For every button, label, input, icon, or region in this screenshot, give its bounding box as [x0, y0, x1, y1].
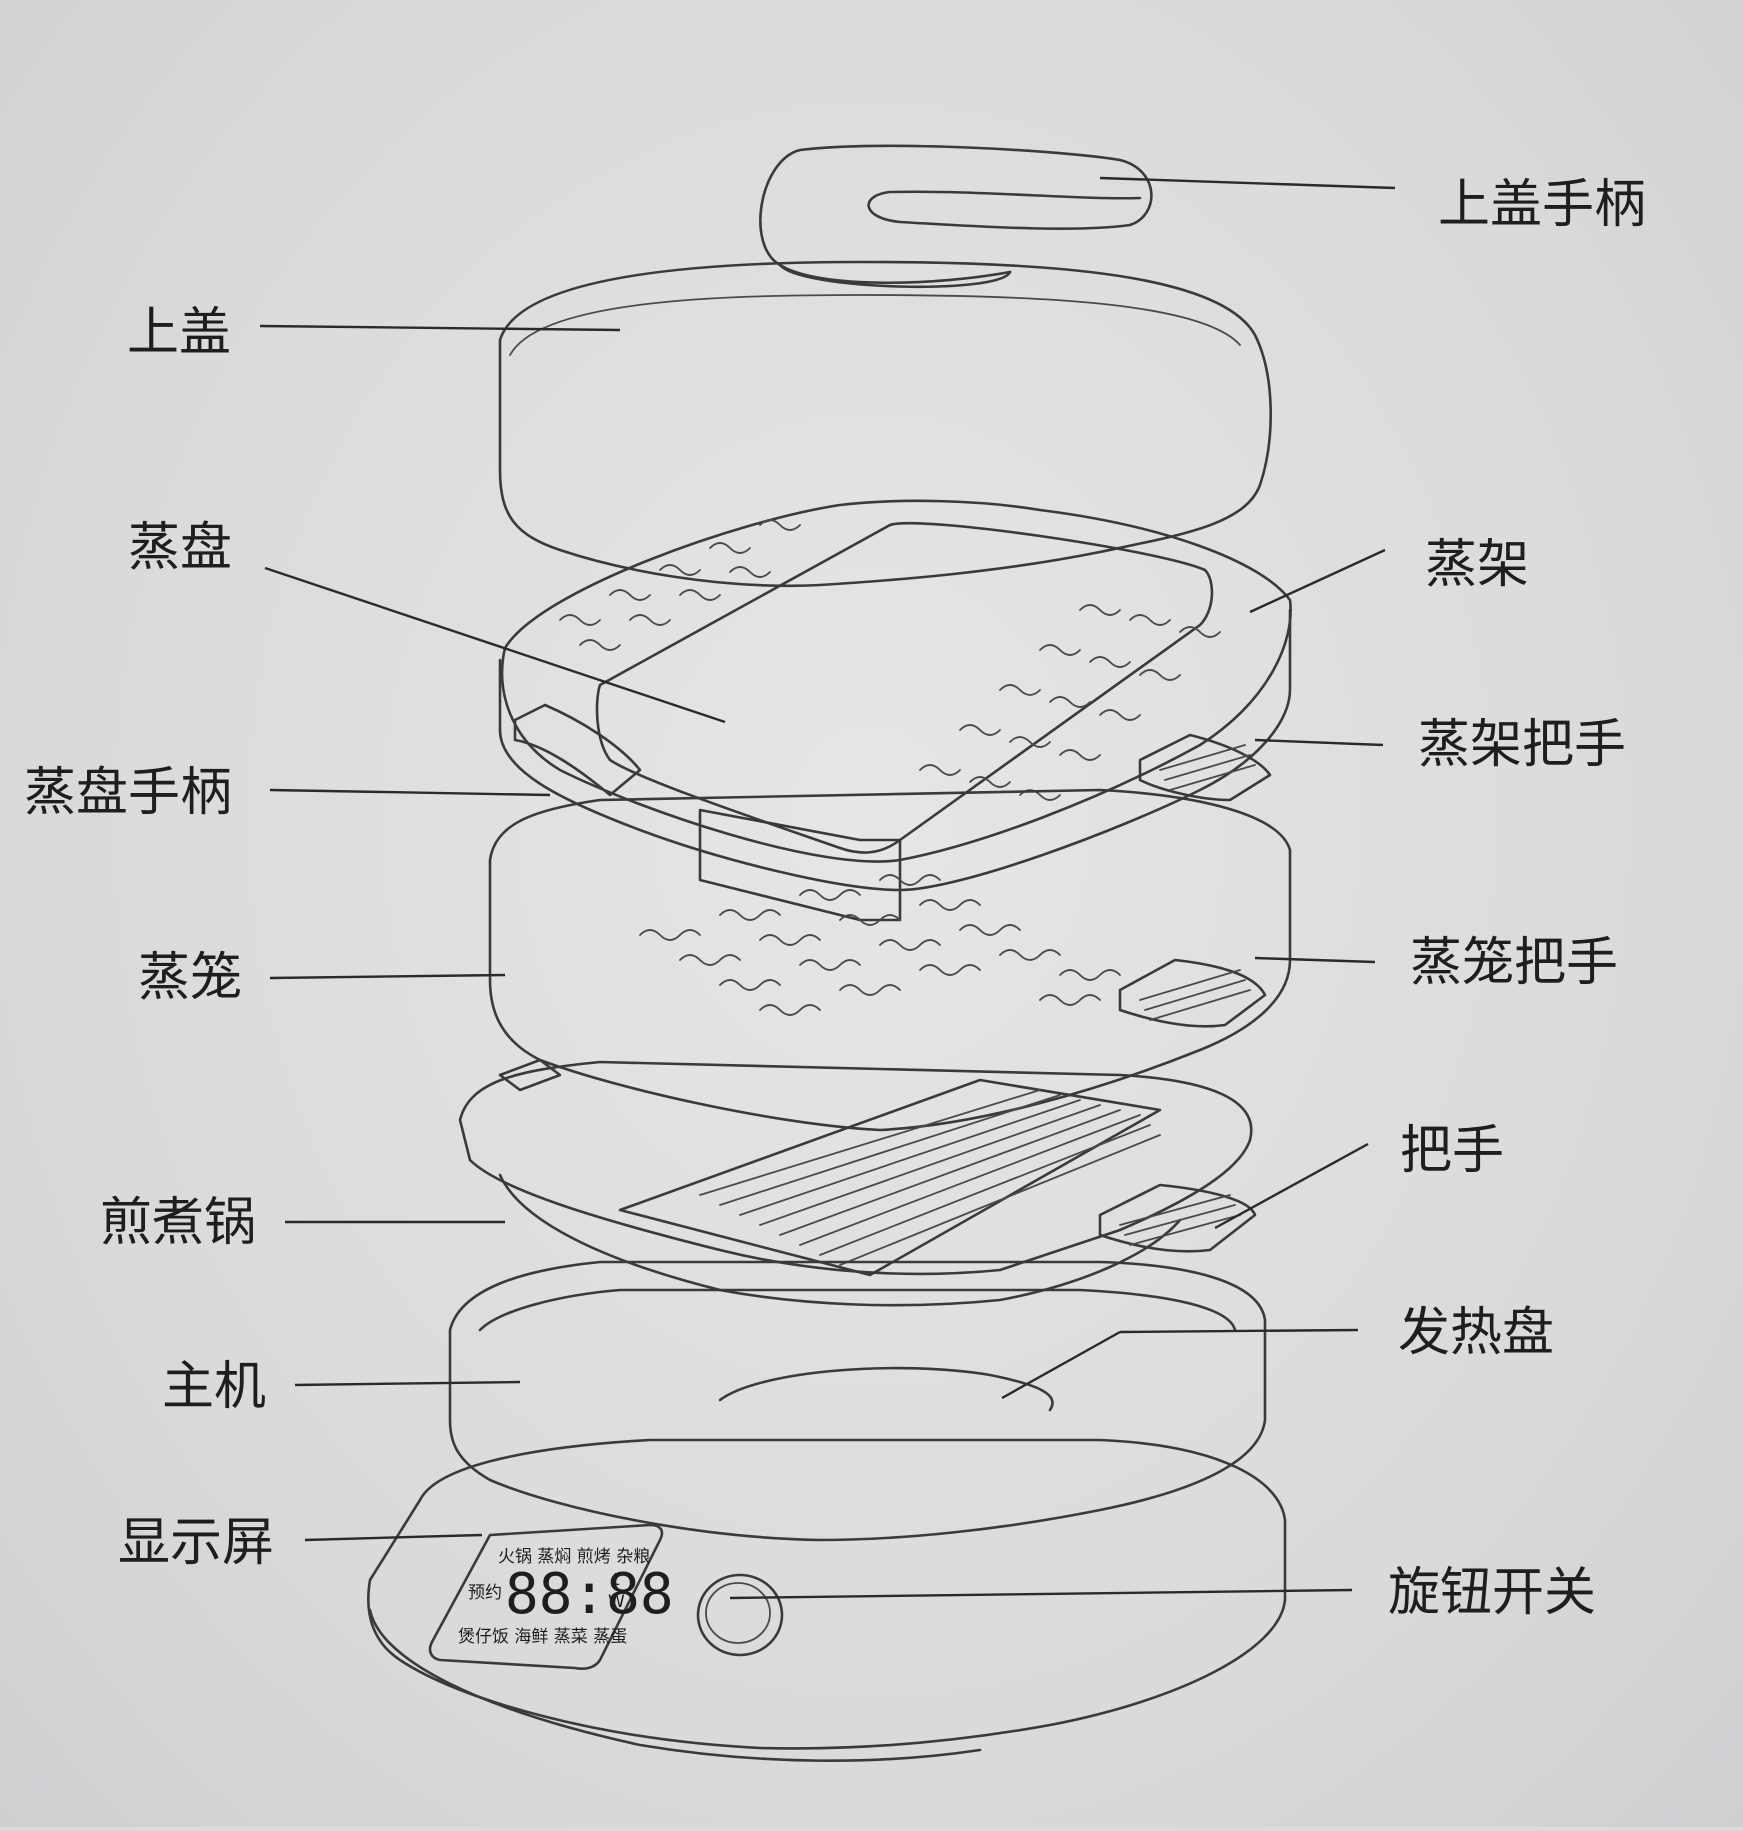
- display-modes-top: 火锅 蒸焖 煎烤 杂粮: [498, 1547, 650, 1567]
- label-steamer: 蒸笼: [138, 948, 242, 1008]
- label-handle: 把手: [1400, 1121, 1504, 1181]
- label-lid-handle: 上盖手柄: [1438, 175, 1646, 235]
- label-steam-tray: 蒸盘: [128, 518, 232, 578]
- label-steam-tray-handle: 蒸盘手柄: [24, 763, 232, 823]
- display-modes-bottom: 煲仔饭 海鲜 蒸菜 蒸蛋: [458, 1627, 627, 1647]
- label-main-unit: 主机: [162, 1357, 266, 1417]
- labels: 上盖手柄 上盖 蒸盘 蒸架 蒸架把手 蒸盘手柄 蒸笼 蒸笼把手 把手 煎煮锅 发…: [24, 175, 1646, 1623]
- display-unit-w: W: [608, 1592, 625, 1612]
- display-digits: 88:88: [505, 1562, 674, 1627]
- leader-lines: [259, 176, 1396, 1600]
- steam-rack-part: [498, 499, 1292, 922]
- display-left-label: 预约: [468, 1583, 502, 1603]
- label-knob-switch: 旋钮开关: [1388, 1563, 1596, 1623]
- label-steam-rack: 蒸架: [1425, 535, 1529, 595]
- display-unit-t: t: [613, 1570, 620, 1590]
- main-unit-part: [448, 1260, 1267, 1542]
- label-display: 显示屏: [118, 1513, 274, 1573]
- base-part: [367, 1438, 1287, 1762]
- label-lid: 上盖: [127, 303, 231, 363]
- label-frying-pot: 煎煮锅: [100, 1193, 256, 1253]
- lid-handle-part: [759, 144, 1153, 289]
- lid-part: [498, 260, 1272, 588]
- steamer-part: [488, 788, 1292, 1132]
- display-panel: 火锅 蒸焖 煎烤 杂粮 预约 88:88 t W 煲仔饭 海鲜 蒸菜 蒸蛋: [458, 1547, 674, 1647]
- label-steam-rack-handle: 蒸架把手: [1418, 715, 1626, 775]
- frying-pot-part: [458, 1058, 1257, 1307]
- label-heating-plate: 发热盘: [1398, 1303, 1554, 1363]
- label-steamer-handle: 蒸笼把手: [1410, 933, 1618, 993]
